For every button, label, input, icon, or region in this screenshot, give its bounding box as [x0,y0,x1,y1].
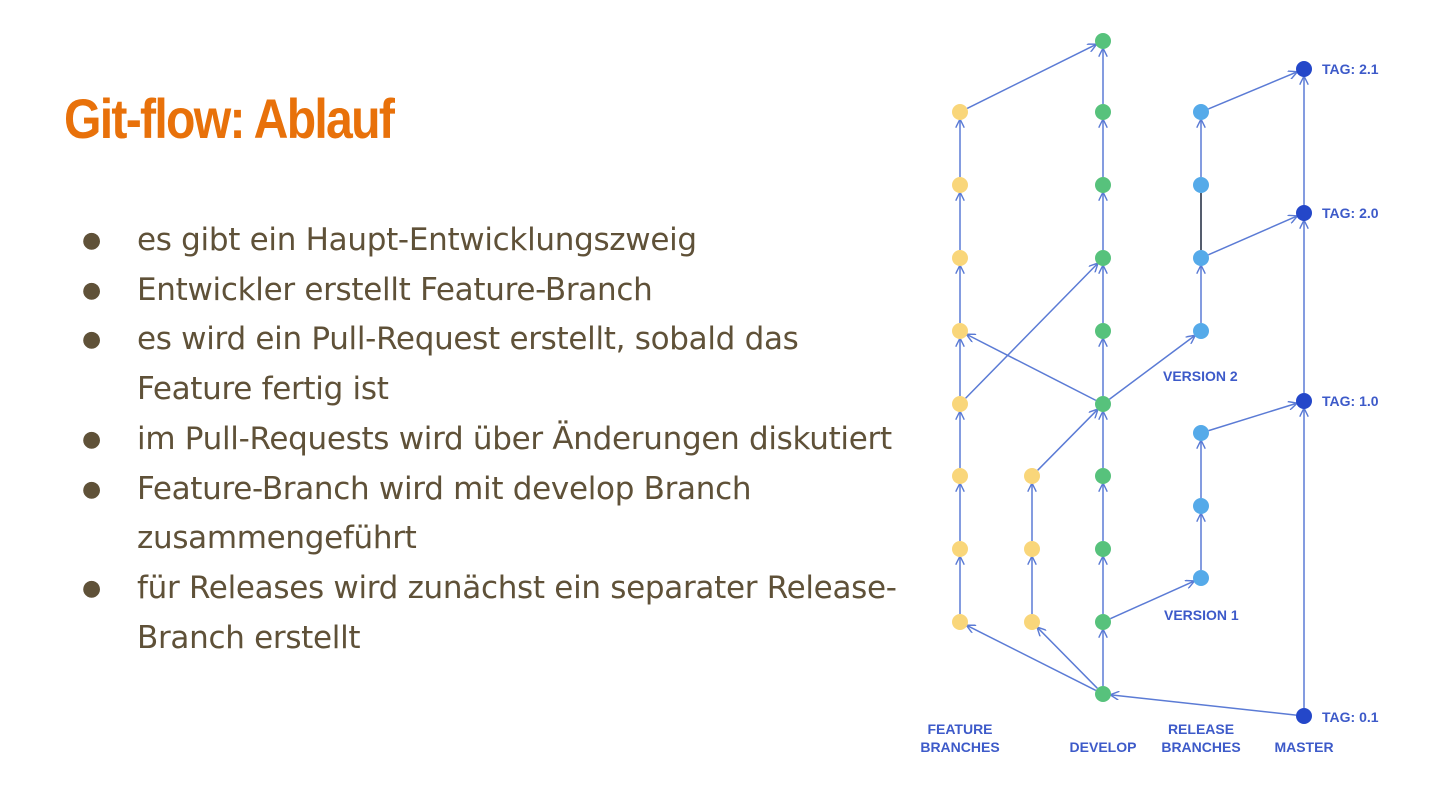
commit-node-release [1193,425,1209,441]
commit-node-master [1296,205,1312,221]
edge-m_716-to-d_694 [1111,695,1297,716]
bullet-text: für Releases wird zunächst ein separater… [137,569,897,656]
commit-node-feature [952,396,968,412]
commit-node-develop [1095,541,1111,557]
label-tag-2-1: TAG: 2.1 [1322,61,1379,77]
commit-node-develop [1095,177,1111,193]
bullet-item: ● Entwickler erstellt Feature-Branch [82,266,902,316]
commit-node-master [1296,393,1312,409]
commit-node-feature [1024,614,1040,630]
label-release-branches-line2: BRANCHES [1161,739,1240,755]
edge-d_622-to-r_578 [1109,581,1193,620]
label-release-branches-line1: RELEASE [1168,721,1234,737]
bullet-item: ● es wird ein Pull-Request erstellt, soba… [82,315,902,414]
commit-node-release [1193,250,1209,266]
bullet-dot-icon: ● [82,327,101,353]
commit-node-release [1193,570,1209,586]
bullet-item: ● für Releases wird zunächst ein separate… [82,564,902,663]
bullet-dot-icon: ● [82,575,101,601]
commit-node-release [1193,177,1209,193]
edge-d_404-to-r_331 [1108,336,1194,400]
commit-node-feature [952,177,968,193]
edge-r_433-to-m_401 [1208,403,1297,432]
bullet-text: Feature-Branch wird mit develop Branch z… [137,470,752,557]
commit-node-release [1193,498,1209,514]
slide-title: Git-flow: Ablauf [64,87,395,150]
bullet-text: es gibt ein Haupt-Entwicklungszweig [137,222,697,258]
commit-node-develop [1095,396,1111,412]
edge-d_694-to-f2_622 [1038,628,1098,689]
commit-node-feature [1024,541,1040,557]
commit-node-develop [1095,323,1111,339]
label-tag-0-1: TAG: 0.1 [1322,709,1379,725]
commit-node-release [1193,323,1209,339]
bullet-list: ● es gibt ein Haupt-Entwicklungszweig ● En… [82,216,902,663]
commit-node-develop [1095,33,1111,49]
bullet-dot-icon: ● [82,277,101,303]
commit-node-feature [952,104,968,120]
bullet-dot-icon: ● [82,228,101,253]
label-version-1: VERSION 1 [1164,607,1239,623]
branch-edges [960,45,1304,716]
label-develop: DEVELOP [1070,739,1137,755]
commit-node-develop [1095,614,1111,630]
label-tag-1-0: TAG: 1.0 [1322,393,1379,409]
bullet-text: im Pull-Requests wird über Änderungen di… [137,420,892,457]
commit-node-feature [952,250,968,266]
commit-node-feature [1024,468,1040,484]
commit-node-feature [952,323,968,339]
bullet-item: ● es gibt ein Haupt-Entwicklungszweig [82,216,902,266]
bullet-text: es wird ein Pull-Request erstellt, sobal… [137,321,799,408]
commit-node-develop [1095,686,1111,702]
edge-f2_476-to-d_404 [1037,410,1098,471]
edge-d_694-to-f1_622 [967,626,1097,692]
label-feature-branches-line1: FEATURE [927,721,992,737]
bullet-item: ● Feature-Branch wird mit develop Branch … [82,465,902,564]
edge-d_404-to-f1_331 [967,335,1097,402]
edge-f1_112-to-d_41 [966,45,1096,110]
edge-f1_404-to-d_258 [965,264,1098,399]
commit-node-release [1193,104,1209,120]
commit-node-develop [1095,250,1111,266]
commit-node-master [1296,61,1312,77]
commit-node-feature [952,541,968,557]
commit-node-develop [1095,104,1111,120]
commit-node-feature [952,614,968,630]
edge-r_112-to-m_69 [1208,72,1296,110]
bullet-item: ● im Pull-Requests wird über Änderungen d… [82,415,902,465]
label-feature-branches-line2: BRANCHES [920,739,999,755]
commit-node-master [1296,708,1312,724]
git-flow-diagram: FEATURE BRANCHES DEVELOP RELEASE BRANCHE… [920,33,1379,755]
label-master: MASTER [1274,739,1333,755]
bullet-dot-icon: ● [82,426,101,452]
commit-node-develop [1095,468,1111,484]
label-version-2: VERSION 2 [1163,368,1238,384]
commit-node-feature [952,468,968,484]
commit-nodes [952,33,1312,724]
label-tag-2-0: TAG: 2.0 [1322,205,1379,221]
edge-r_258-to-m_213 [1208,216,1296,256]
bullet-dot-icon: ● [82,476,101,502]
diagram-labels: FEATURE BRANCHES DEVELOP RELEASE BRANCHE… [920,61,1378,755]
bullet-text: Entwickler erstellt Feature-Branch [137,271,653,308]
